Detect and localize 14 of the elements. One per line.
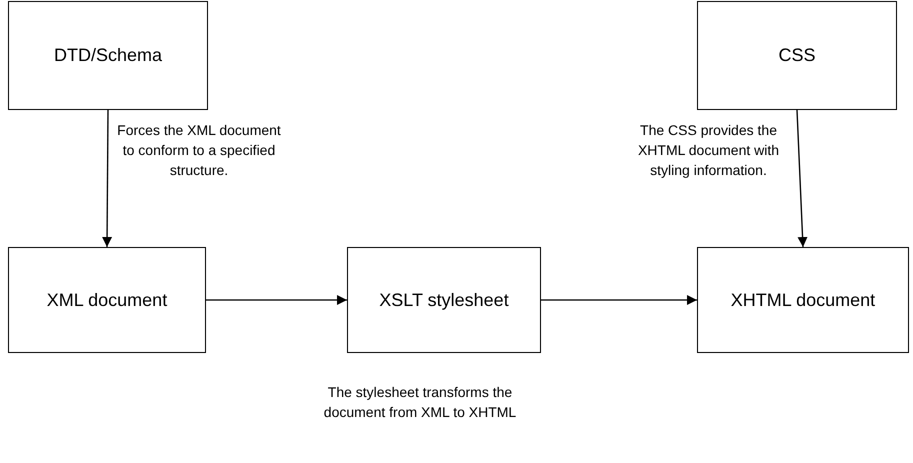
box-label: DTD/Schema: [54, 45, 162, 66]
box-label: XML document: [46, 290, 168, 310]
process-box: [697, 247, 909, 353]
box-label: XHTML document: [730, 290, 876, 310]
process-box: [697, 1, 897, 110]
arrow: [206, 295, 347, 305]
arrow: [796, 110, 808, 248]
box-label: XSLT stylesheet: [379, 290, 509, 310]
process-box: [8, 1, 208, 110]
arrow: [541, 295, 697, 305]
process-box: [8, 247, 206, 353]
arrow: [102, 110, 112, 247]
process-box: [347, 247, 541, 353]
box-label: CSS: [778, 45, 816, 66]
